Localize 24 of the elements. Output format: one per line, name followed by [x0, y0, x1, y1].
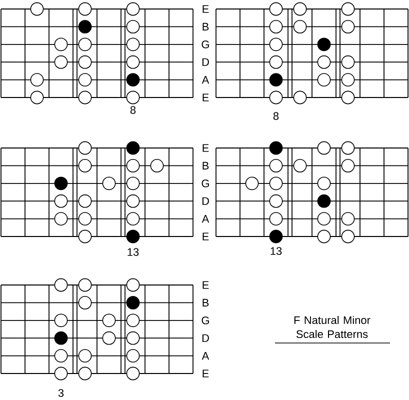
- string-label: G: [202, 40, 209, 48]
- string-label: A: [202, 352, 210, 360]
- string-label: B: [202, 162, 209, 170]
- fret-number: 8: [273, 112, 279, 120]
- fret-number: 3: [58, 389, 64, 397]
- string-label: G: [202, 180, 209, 188]
- fret-number: 13: [270, 247, 282, 255]
- string-label: E: [202, 94, 209, 102]
- string-label: E: [202, 232, 209, 240]
- fret-number: 13: [128, 248, 139, 256]
- string-label: D: [202, 197, 209, 205]
- string-label: E: [202, 144, 209, 152]
- string-label: E: [202, 281, 209, 289]
- string-label: A: [202, 76, 210, 84]
- string-label: A: [202, 215, 210, 223]
- string-label: E: [202, 5, 209, 13]
- string-label: E: [202, 370, 209, 378]
- title: F Natural Minor Scale Patterns: [294, 316, 370, 338]
- string-label: D: [202, 58, 209, 66]
- string-label: G: [202, 316, 209, 324]
- fret-number: 8: [130, 106, 136, 114]
- string-label: B: [202, 298, 209, 306]
- string-label: D: [202, 334, 209, 342]
- string-label: B: [202, 22, 209, 30]
